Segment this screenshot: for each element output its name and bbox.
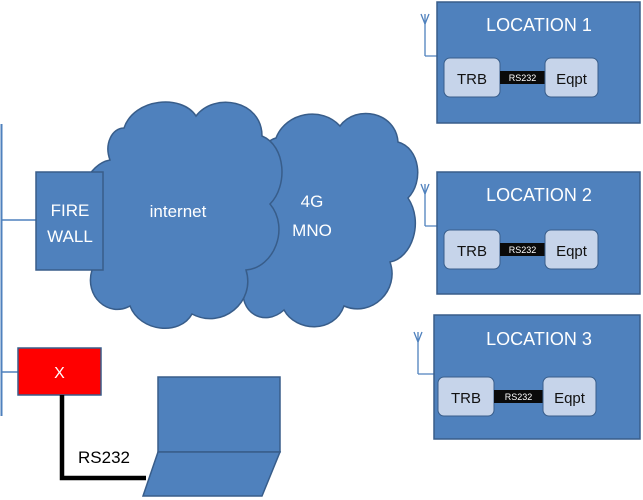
eqpt-label: Eqpt [554, 390, 586, 407]
internet-cloud: internet [73, 101, 283, 329]
rs232-link [494, 390, 543, 403]
trb-label: TRB [457, 243, 487, 260]
central-unit-x: X [17, 347, 102, 396]
location-2: LOCATION 2 TRB RS232 Eqpt [420, 171, 641, 295]
location-box [436, 171, 641, 295]
location-title: LOCATION 1 [486, 15, 592, 35]
location-title: LOCATION 3 [486, 329, 592, 349]
trb-label: TRB [451, 390, 481, 407]
antenna-icon [413, 331, 423, 375]
laptop-screen [157, 376, 281, 453]
eqpt-label: Eqpt [556, 243, 588, 260]
laptop-keyboard [141, 451, 282, 497]
location-3: LOCATION 3 TRB RS232 Eqpt [413, 314, 641, 440]
antenna-icon [420, 183, 430, 227]
rs232-link [500, 243, 545, 256]
rs232-cable [59, 395, 146, 481]
rs232-link [500, 71, 545, 84]
eqpt-device [544, 229, 599, 270]
firewall-label-line2: WALL [47, 227, 93, 246]
central-unit-label: X [54, 365, 65, 382]
firewall-label-line1: FIRE [51, 201, 90, 220]
laptop-icon [141, 376, 282, 497]
rs232-cable-label: RS232 [78, 448, 130, 467]
mno-label-line1: 4G [301, 192, 324, 211]
eqpt-label: Eqpt [556, 71, 588, 88]
antenna-icon [420, 13, 430, 57]
location-title: LOCATION 2 [486, 185, 592, 205]
firewall-box: FIRE WALL [35, 171, 104, 271]
internet-label: internet [150, 202, 207, 221]
trb-label: TRB [457, 71, 487, 88]
location-1: LOCATION 1 TRB RS232 Eqpt [420, 1, 641, 124]
eqpt-device [542, 376, 597, 417]
rs232-link-label: RS232 [509, 73, 537, 83]
rs232-link-label: RS232 [509, 245, 537, 255]
eqpt-device [544, 57, 599, 98]
rs232-link-label: RS232 [505, 392, 533, 402]
mno-label-line2: MNO [292, 221, 332, 240]
